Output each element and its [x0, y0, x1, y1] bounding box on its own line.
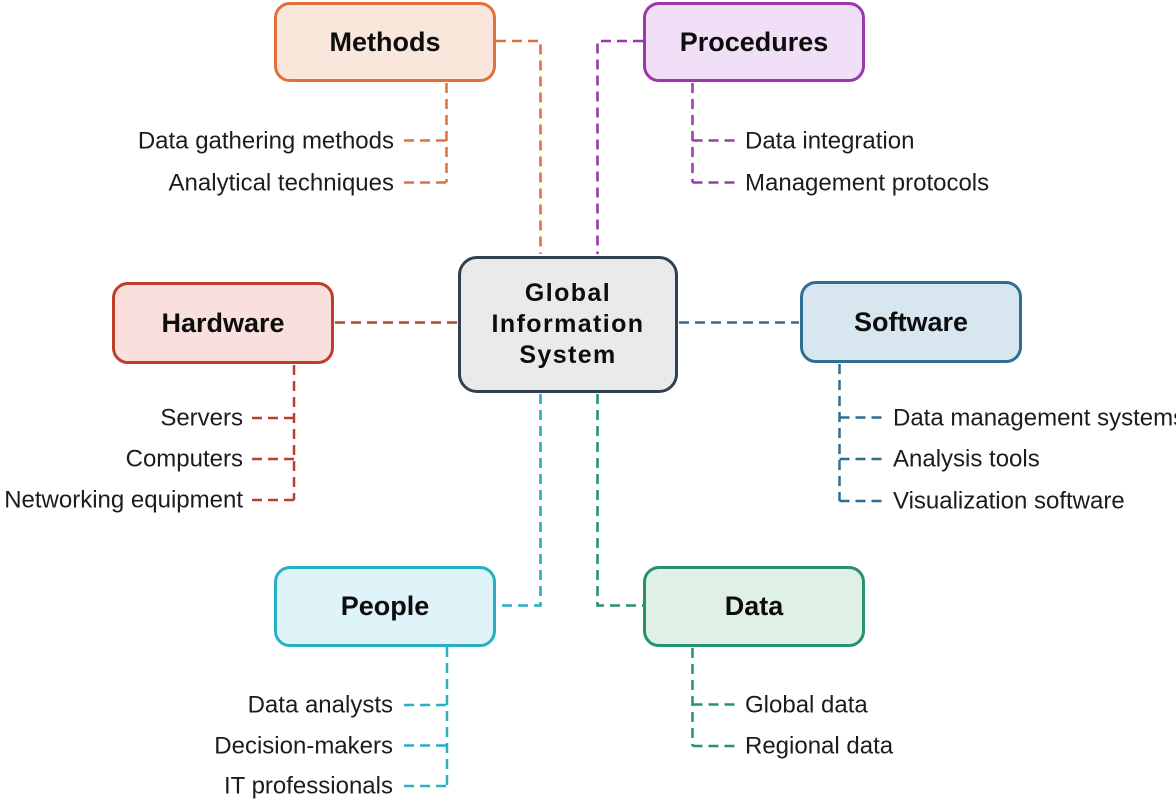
- node-methods[interactable]: Methods: [274, 2, 496, 82]
- center-node[interactable]: Global Information System: [458, 256, 678, 393]
- leaf-hardware-item-3[interactable]: Networking equipment: [4, 486, 243, 514]
- leaf-hardware-item-1[interactable]: Servers: [160, 404, 243, 432]
- connector-people: [497, 394, 542, 607]
- subtree-hardware: [252, 365, 296, 502]
- leaf-procedures-item-1[interactable]: Data integration: [745, 127, 915, 154]
- leaf-methods-item-2[interactable]: Analytical techniques: [168, 169, 394, 196]
- node-hardware[interactable]: Hardware: [112, 282, 334, 364]
- center-label-line1: Global: [524, 279, 612, 307]
- node-software-label: Software: [853, 306, 969, 337]
- node-procedures-label: Procedures: [679, 26, 829, 57]
- leaf-methods-item-1[interactable]: Data gathering methods: [137, 127, 394, 154]
- node-data[interactable]: Data: [643, 566, 865, 647]
- center-label-line2: Information: [491, 310, 645, 338]
- connector-procedures: [596, 39, 643, 254]
- connector-data: [596, 394, 644, 607]
- leaf-software-item-2[interactable]: Analysis tools: [893, 445, 1040, 473]
- center-label-line3: System: [519, 341, 617, 369]
- connector-methods: [496, 39, 542, 254]
- leaf-hardware-item-2[interactable]: Computers: [125, 445, 243, 473]
- node-methods-label: Methods: [329, 26, 441, 57]
- node-people-label: People: [340, 591, 430, 621]
- leaf-software-item-1[interactable]: Data management systems: [893, 404, 1176, 431]
- subtree-procedures: [691, 83, 736, 184]
- subtree-software: [838, 364, 883, 503]
- leaf-software-item-3[interactable]: Visualization software: [893, 487, 1125, 515]
- leaf-people-item-2[interactable]: Decision-makers: [214, 732, 393, 759]
- subtree-methods: [404, 83, 448, 184]
- leaf-people-item-3[interactable]: IT professionals: [224, 772, 393, 800]
- node-software[interactable]: Software: [800, 281, 1022, 363]
- leaf-data-item-2[interactable]: Regional data: [745, 732, 894, 760]
- node-procedures[interactable]: Procedures: [643, 2, 865, 82]
- subtree-data: [691, 648, 736, 748]
- leaf-procedures-item-2[interactable]: Management protocols: [745, 169, 990, 196]
- node-data-label: Data: [724, 591, 784, 621]
- center-node-label: Global Information System: [492, 278, 645, 371]
- subtree-people: [404, 647, 449, 788]
- leaf-data-item-1[interactable]: Global data: [745, 691, 868, 718]
- node-people[interactable]: People: [274, 566, 496, 647]
- node-hardware-label: Hardware: [161, 307, 285, 338]
- leaf-people-item-1[interactable]: Data analysts: [247, 691, 393, 719]
